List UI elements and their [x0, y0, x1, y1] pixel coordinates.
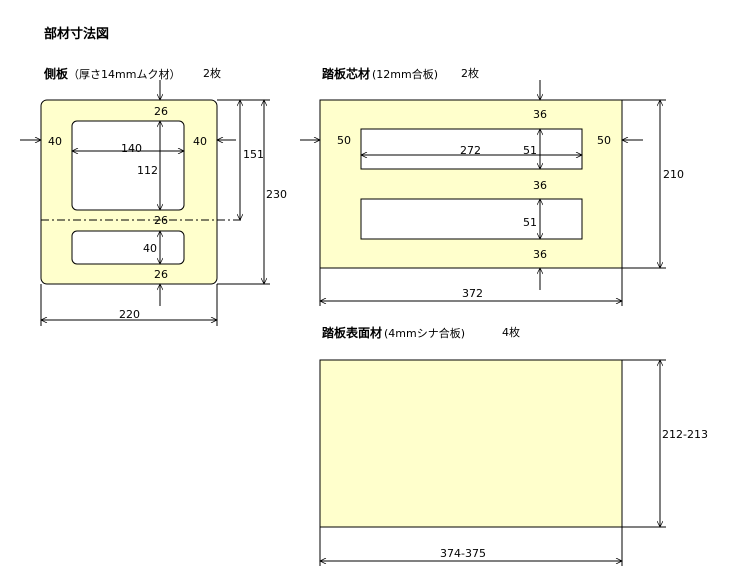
surface-panel-name: 踏板表面材: [322, 325, 382, 340]
surface-panel-board: [319, 359, 623, 528]
core-panel-material: (12mm合板): [372, 67, 438, 81]
page-title: 部材寸法図: [44, 26, 109, 42]
core-panel-name: 踏板芯材: [322, 66, 370, 81]
surface-panel-material: (4mmシナ合板): [384, 326, 465, 340]
core-dim-slot2-height: 51: [523, 216, 537, 229]
core-dim-right-margin: 50: [597, 134, 611, 147]
side-panel-group: 側板（厚さ14mmムク材） 2枚 26 40 40 140 112 26 40 …: [20, 66, 287, 326]
core-dim-top-margin: 36: [533, 108, 547, 121]
core-dim-left-margin: 50: [337, 134, 351, 147]
side-panel-heading: 側板（厚さ14mmムク材）: [43, 66, 180, 81]
side-dim-window-width: 140: [121, 142, 142, 155]
core-dim-middle-margin: 36: [533, 179, 547, 192]
side-dim-bottom-margin: 26: [154, 268, 168, 281]
core-panel-slot-2: [360, 198, 583, 240]
side-dim-total-height: 230: [266, 188, 287, 201]
side-dim-slot-height: 40: [143, 242, 157, 255]
side-dim-top-margin: 26: [154, 105, 168, 118]
core-dim-slot1-height: 51: [523, 144, 537, 157]
core-dim-total-width: 372: [462, 287, 483, 300]
side-dim-total-width: 220: [119, 308, 140, 321]
core-panel-slot-1: [360, 128, 583, 170]
side-dim-window-height: 112: [137, 164, 158, 177]
surface-panel-count: 4枚: [502, 325, 520, 339]
side-panel-count: 2枚: [203, 66, 221, 80]
surface-dim-width-range: 374-375: [440, 547, 486, 560]
core-panel-group: 踏板芯材(12mm合板) 2枚 36 50 50 272 51 36 51 36…: [300, 66, 684, 306]
side-dim-upper-height: 151: [243, 148, 264, 161]
surface-panel-group: 踏板表面材(4mmシナ合板) 4枚 212-213 374-375: [320, 325, 708, 566]
core-panel-heading: 踏板芯材(12mm合板): [322, 66, 438, 81]
core-dim-bottom-margin: 36: [533, 248, 547, 261]
surface-panel-heading: 踏板表面材(4mmシナ合板): [322, 325, 465, 340]
side-dim-right-margin: 40: [193, 135, 207, 148]
side-panel-name: 側板: [43, 66, 69, 81]
side-panel-slot: [71, 230, 185, 265]
core-dim-slot-length: 272: [460, 144, 481, 157]
side-dim-left-margin: 40: [48, 135, 62, 148]
core-dim-total-height: 210: [663, 168, 684, 181]
side-dim-middle-margin: 26: [154, 214, 168, 227]
surface-dim-height-range: 212-213: [662, 428, 708, 441]
side-panel-window: [71, 120, 185, 211]
core-panel-count: 2枚: [461, 66, 479, 80]
side-panel-material: （厚さ14mmムク材）: [68, 67, 180, 81]
core-panel-board: [319, 99, 623, 269]
